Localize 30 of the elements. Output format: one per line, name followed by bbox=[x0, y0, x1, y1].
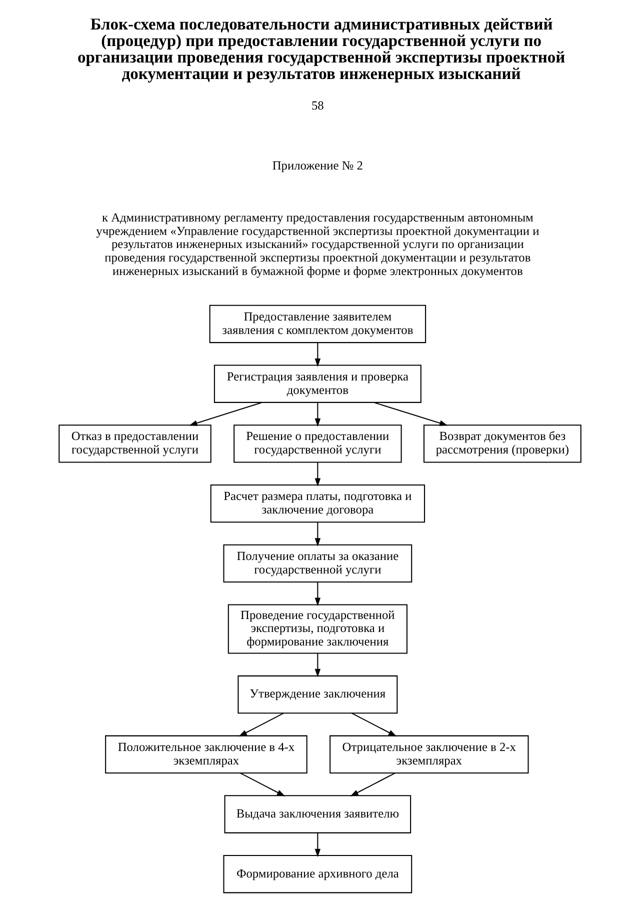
node-box: Решение о предоставлении государственной услуги bbox=[234, 424, 402, 462]
diagram-title: Блок-схема последовательности административных действий (процедур) при предоставлении государственной услуги по организации проведения государственной экспертизы проектной документации и результатов инженерных изысканий bbox=[77, 14, 566, 83]
arrow bbox=[350, 772, 396, 796]
node-box: Положительное заключение в 4-х экземплярах bbox=[105, 734, 308, 773]
node-box: Отказ в предоставлении государственной услуги bbox=[58, 424, 212, 462]
node-box: Утверждение заключения bbox=[238, 674, 398, 714]
arrow bbox=[314, 522, 321, 546]
node-box: Возврат документов без рассмотрения (проверки) bbox=[423, 424, 582, 462]
arrow bbox=[188, 402, 262, 426]
node-box: Предоставление заявителем заявления с комплектом документов bbox=[209, 304, 426, 343]
node-box: Проведение государственной экспертизы, подготовка и формирование заключения bbox=[228, 604, 408, 654]
arrow bbox=[314, 402, 321, 426]
node-box: Формирование архивного дела bbox=[223, 854, 412, 893]
node-box: Регистрация заявления и проверка документов bbox=[214, 364, 422, 402]
arrow bbox=[238, 712, 284, 736]
label: к Административному регламенту предоставления государственным автономным учреждением «Управление государственной экспертизы проектной документации и результатов инженерных изысканий» государственной услуги по организации проведения государственной экспертизы проектной документации и результатов инженерных изысканий в бумажной форме и форме электронных документов bbox=[96, 210, 540, 278]
arrow bbox=[314, 342, 321, 366]
label: Приложение № 2 bbox=[272, 158, 363, 172]
arrow bbox=[374, 402, 448, 426]
arrow bbox=[352, 712, 397, 736]
arrow bbox=[314, 652, 321, 677]
arrow bbox=[314, 582, 321, 606]
arrow bbox=[314, 462, 321, 486]
node-box: Расчет размера платы, подготовка и заключение договора bbox=[210, 484, 426, 522]
label: 58 bbox=[311, 98, 324, 112]
node-box: Выдача заключения заявителю bbox=[224, 794, 412, 833]
arrow bbox=[240, 772, 286, 796]
node-box: Получение оплаты за оказание государственной услуги bbox=[223, 544, 412, 582]
arrow bbox=[314, 832, 321, 857]
node-box: Отрицательное заключение в 2-х экземплярах bbox=[330, 734, 529, 773]
